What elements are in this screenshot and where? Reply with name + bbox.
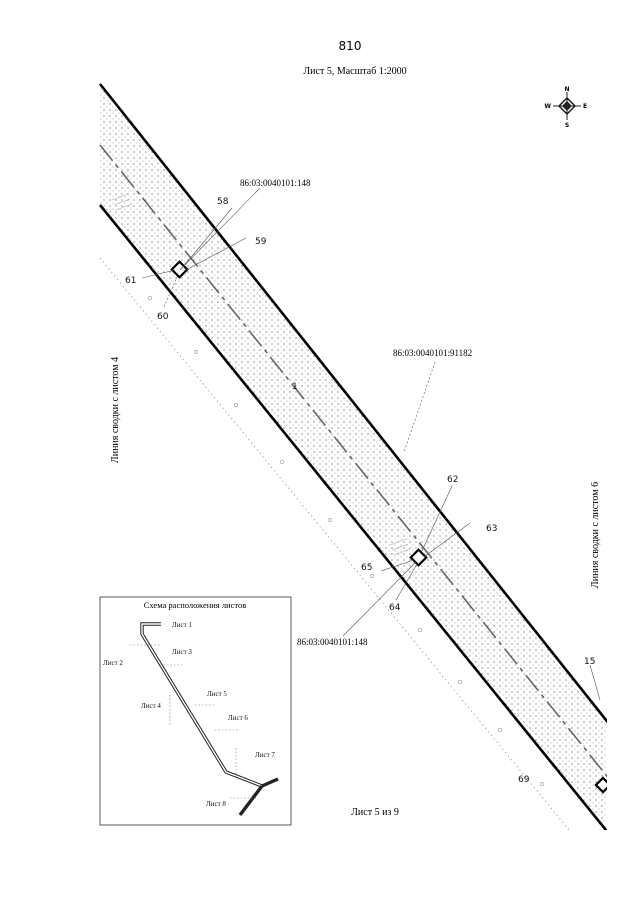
point-label-65: 65 [361, 563, 372, 573]
match-line-left: Линия сводки с листом 4 [110, 357, 121, 463]
parcel-label-bottom: 86:03:0040101:148 [297, 637, 368, 647]
boundary-markers [148, 296, 544, 786]
inset-sheet-6: Лист 6 [228, 714, 248, 722]
inset-sheet-8: Лист 8 [206, 800, 226, 808]
inset-route [140, 622, 279, 817]
sheet-footer: Лист 5 из 9 [351, 807, 399, 818]
inset-sheet-7: Лист 7 [255, 751, 275, 759]
point-label-64: 64 [389, 603, 401, 613]
inset-sheet-divisions [130, 644, 258, 799]
sheet-index-inset: Схема расположения листов Лист 1 Лист 2 … [99, 596, 292, 826]
leader-lines [141, 187, 601, 701]
compass-north: N [564, 86, 569, 93]
inset-sheet-4: Лист 4 [141, 702, 161, 710]
right-of-way-band [100, 84, 607, 830]
pad-marker-edge [594, 776, 607, 794]
corridor-upper-boundary [98, 83, 607, 724]
inset-sheet-1: Лист 1 [172, 621, 192, 629]
inset-title: Схема расположения листов [144, 600, 247, 610]
page-number: 810 [339, 39, 362, 53]
parcel-label-middle: 86:03:0040101:91182 [393, 348, 472, 358]
point-label-59: 59 [255, 237, 267, 247]
point-label-60: 60 [157, 312, 169, 322]
point-label-63: 63 [486, 524, 497, 534]
parcel-label-top: 86:03:0040101:148 [240, 178, 311, 188]
hatch-marks [111, 193, 411, 556]
inset-sheet-2: Лист 2 [103, 659, 123, 667]
compass-south: S [565, 122, 569, 129]
pad-marker-lower [409, 548, 428, 567]
compass-west: W [544, 103, 551, 110]
point-label-62: 62 [447, 475, 458, 485]
point-label-1: 1 [292, 382, 298, 392]
point-label-15: 15 [584, 657, 595, 667]
match-line-right: Линия сводки с листом 6 [590, 482, 601, 588]
compass-rose-icon: N S E W [544, 86, 587, 129]
point-label-61: 61 [125, 276, 136, 286]
sheet-title: Лист 5, Масштаб 1:2000 [303, 66, 406, 77]
compass-east: E [583, 103, 587, 110]
corridor-lower-boundary [98, 204, 607, 830]
point-label-69: 69 [518, 775, 530, 785]
inset-sheet-5: Лист 5 [207, 690, 227, 698]
inset-sheet-3: Лист 3 [172, 648, 192, 656]
pad-marker-upper [170, 260, 189, 279]
point-label-58: 58 [217, 197, 229, 207]
